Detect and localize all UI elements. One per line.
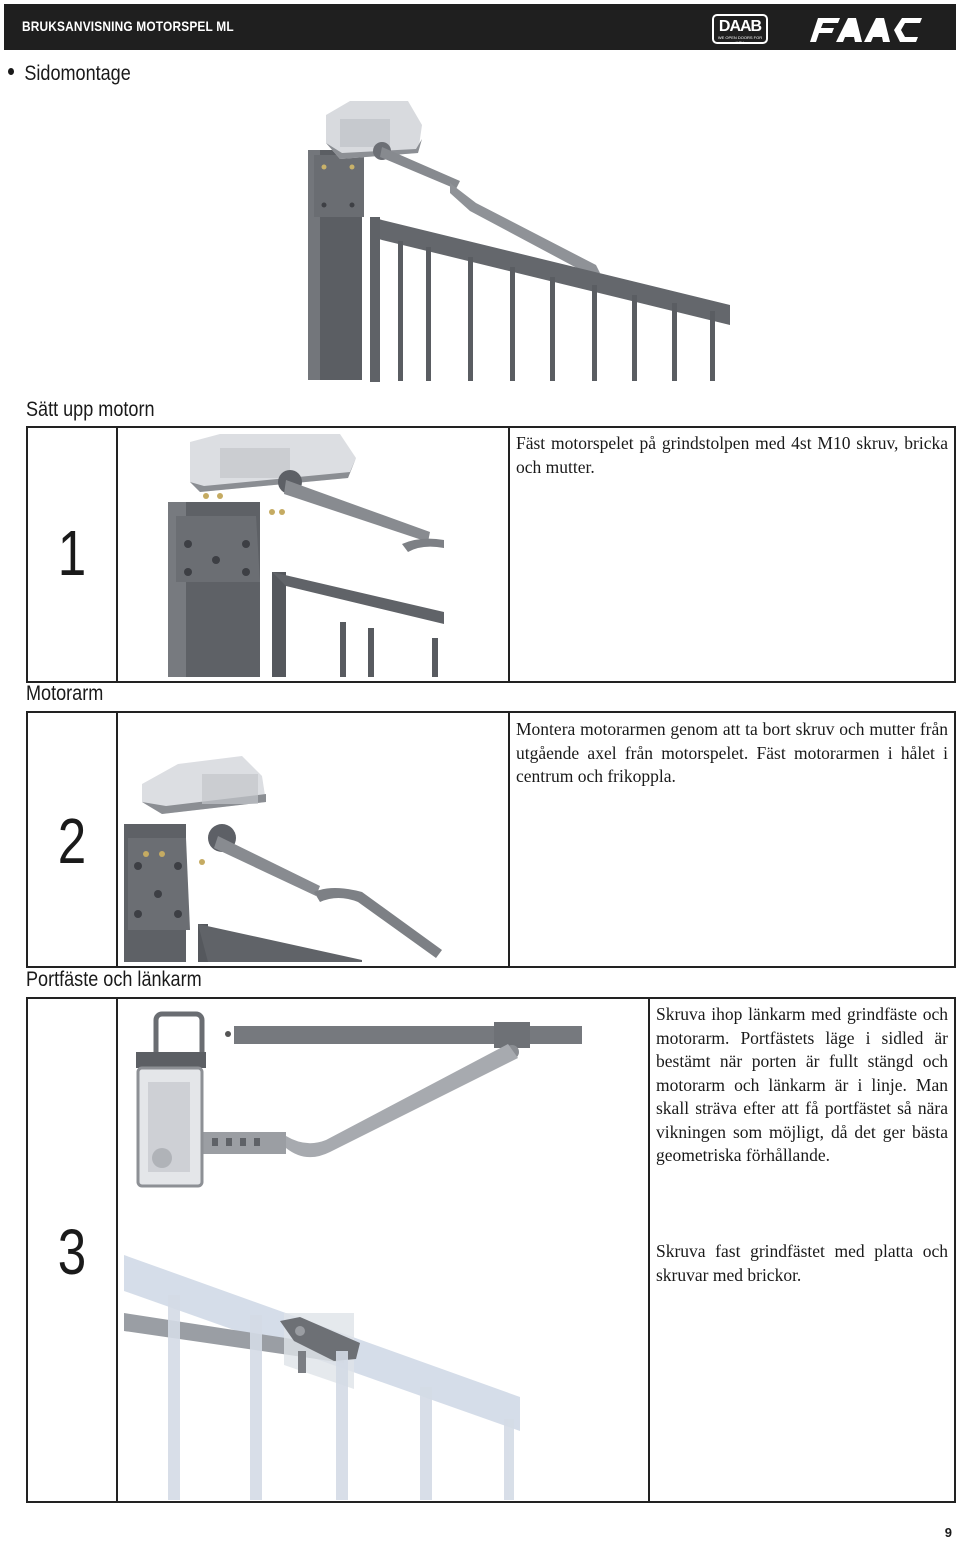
step-1-box xyxy=(26,426,956,683)
intro-bullet-text: Sidomontage xyxy=(24,62,131,85)
page-number: 9 xyxy=(944,1525,952,1540)
section-heading-mount-motor: Sätt upp motorn xyxy=(26,398,155,421)
daab-logo-tagline: WE OPEN DOORS FOR YOU xyxy=(717,35,763,45)
daab-logo: DAAB WE OPEN DOORS FOR YOU xyxy=(712,14,768,45)
document-title: BRUKSANVISNING MOTORSPEL ML xyxy=(22,18,234,34)
step-2-number: 2 xyxy=(57,805,87,877)
step-2-box xyxy=(26,711,956,968)
section-heading-gate-bracket: Portfäste och länkarm xyxy=(26,968,202,991)
step-3-number: 3 xyxy=(57,1216,87,1288)
step-3-instruction-fasten-bracket: Skruva fast grindfästet med platta och s… xyxy=(656,1241,948,1285)
daab-logo-text: DAAB xyxy=(718,18,762,35)
step-1-number: 1 xyxy=(57,517,87,589)
section-heading-motor-arm: Motorarm xyxy=(26,682,104,705)
intro-bullet: Sidomontage xyxy=(8,62,131,86)
step-2-instruction: Montera motorarmen genom att ta bort skr… xyxy=(516,719,948,786)
step-1-instruction: Fäst motorspelet på grindstolpen med 4st… xyxy=(516,433,948,477)
step-2-illustration xyxy=(124,756,442,962)
step-3-box xyxy=(26,997,956,1503)
step-3-bracket-illustration xyxy=(124,1255,520,1500)
header-bar: BRUKSANVISNING MOTORSPEL ML DAAB WE OPEN… xyxy=(4,4,956,50)
step-3-arm-illustration xyxy=(136,1011,582,1188)
faac-logo xyxy=(810,18,922,42)
bullet-icon xyxy=(8,67,15,75)
side-mount-overview-illustration xyxy=(308,101,730,382)
step-1-illustration xyxy=(168,434,444,677)
step-3-instruction-link-arm: Skruva ihop länkarm med grindfäste och m… xyxy=(656,1004,948,1165)
